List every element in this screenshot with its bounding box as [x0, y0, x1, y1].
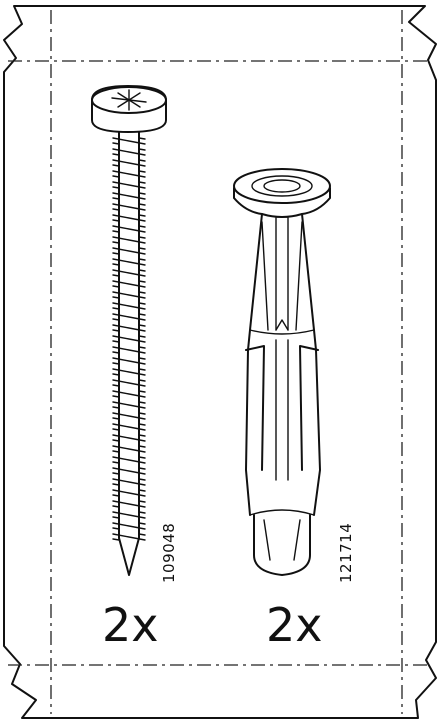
screw-icon [91, 85, 167, 576]
screw-quantity: 2x [102, 598, 159, 652]
screw-part-code: 109048 [160, 522, 178, 583]
wall-plug-part-code: 121714 [337, 522, 355, 583]
wall-plug-icon [233, 168, 331, 576]
wall-plug-quantity: 2x [266, 598, 323, 652]
bag-outline [3, 5, 437, 719]
